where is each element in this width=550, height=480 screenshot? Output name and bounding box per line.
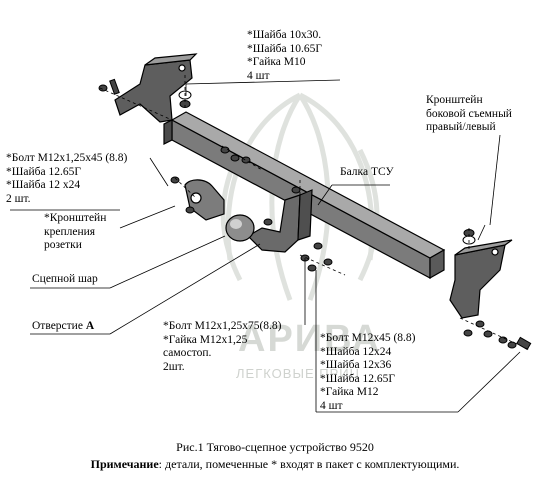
label-line: *Болт М12х45 (8.8) <box>320 332 416 344</box>
ball-mount <box>225 189 313 253</box>
label-line: *Гайка М12х1,25 <box>163 333 248 346</box>
label-line: самостоп. <box>163 347 212 359</box>
label-socket-bracket: *Кронштейн крепления розетки <box>44 212 106 253</box>
label-line: 2 шт. <box>6 192 31 205</box>
note-text: : детали, помеченные * входят в пакет с … <box>158 457 460 471</box>
note-prefix: Примечание <box>90 457 159 471</box>
label-ball: Сцепной шар <box>32 273 98 285</box>
figure-caption: Рис.1 Тягово-сцепное устройство 9520 <box>176 440 374 454</box>
label-left-bolts: *Болт М12х1,25х45 (8.8) *Шайба 12.65Г *Ш… <box>6 152 127 206</box>
assembly-axes <box>99 75 531 351</box>
label-line: *Шайба 12х36 <box>320 359 392 371</box>
label-line: *Болт М12х1,25х75(8.8) <box>163 320 282 332</box>
label-line: *Шайба 12.65Г <box>320 372 395 385</box>
label-line: правый/левый <box>426 121 496 133</box>
label-beam: Балка ТСУ <box>340 166 394 178</box>
watermark-subtitle: ЛЕГКОВЫЕ ПРИЦ <box>236 366 361 381</box>
label-line: 4 шт <box>320 399 343 412</box>
label-line: *Шайба 10х30. <box>247 29 322 41</box>
label-line: *Кронштейн <box>44 212 107 224</box>
label-line: боковой съемный <box>426 107 512 120</box>
left-bracket <box>114 53 198 123</box>
label-line: *Гайка М10 <box>247 56 306 68</box>
watermark-logo-text: АРИВА <box>238 318 382 360</box>
label-line: крепления <box>44 225 96 238</box>
label-hole-prefix: Отверстие <box>32 320 86 332</box>
label-side-bracket: Кронштейн боковой съемный правый/левый <box>426 94 512 135</box>
label-line: розетки <box>44 239 82 251</box>
label-line: Кронштейн <box>426 94 483 106</box>
label-line: 4 шт <box>247 69 270 82</box>
label-line: *Гайка М12 <box>320 386 379 398</box>
label-line: *Болт М12х1,25х45 (8.8) <box>6 152 128 164</box>
socket-bracket-part <box>184 179 225 221</box>
label-line: *Шайба 12х24 <box>320 345 392 358</box>
label-top-washers: *Шайба 10х30. *Шайба 10.65Г *Гайка М10 4… <box>247 29 322 83</box>
label-hole-letter: А <box>85 320 95 332</box>
label-line: 2шт. <box>163 360 185 373</box>
label-line: *Шайба 10.65Г <box>247 42 322 55</box>
label-line: *Шайба 12 х24 <box>6 179 81 191</box>
label-right-bolts: *Болт М12х45 (8.8) *Шайба 12х24 *Шайба 1… <box>320 332 415 413</box>
right-bracket <box>449 239 513 319</box>
leader-lines <box>10 79 521 413</box>
label-center-bolts: *Болт М12х1,25х75(8.8) *Гайка М12х1,25 с… <box>163 320 281 374</box>
label-line: *Шайба 12.65Г <box>6 165 81 178</box>
label-hole: Отверстие А <box>32 320 94 334</box>
figure-note: Примечание: детали, помеченные * входят … <box>0 457 550 472</box>
